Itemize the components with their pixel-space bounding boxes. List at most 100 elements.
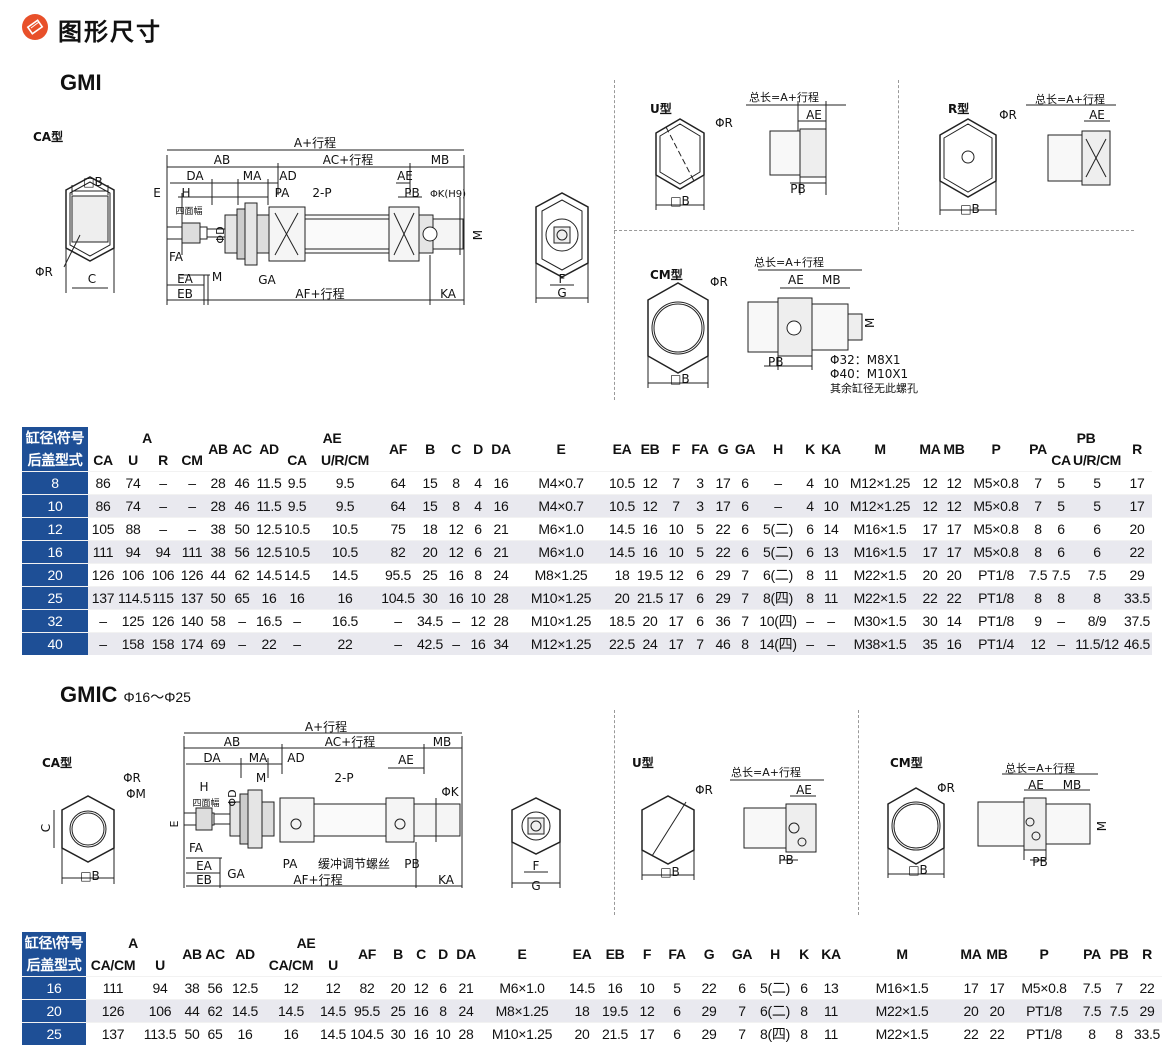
table-cell: 6 [734, 471, 757, 495]
gmic-cm-m: M [1095, 821, 1109, 831]
section-icon [22, 14, 48, 40]
table-cell: 8 [734, 632, 757, 655]
table-cell: 28 [206, 471, 230, 495]
table-cell: 69 [206, 632, 230, 655]
table-cell: 22 [918, 586, 943, 610]
table-cell: – [820, 609, 843, 633]
gmi-r-ae: AE [1089, 108, 1105, 122]
gmic-th-ga: GA [731, 946, 753, 962]
gmi-th-c: C [451, 441, 461, 457]
gmic-th-r: R [1142, 946, 1152, 962]
table-cell: 14.5 [608, 540, 637, 564]
table-cell: M4×0.7 [514, 494, 609, 518]
table-cell: 16 [636, 540, 665, 564]
gmic-spec-table: 缸径\符号 A AB AC AD AE AF B C D DA E EA EB … [22, 932, 1162, 1045]
table-cell: – [230, 632, 254, 655]
table-cell: M5×0.8 [966, 517, 1027, 541]
gmic-th-ea: EA [572, 946, 592, 962]
gmi-ca-drawing: A+行程 AB AC+行程 MB DA MA AD AE E H PA 2-P … [35, 135, 589, 305]
table-cell: 21.5 [598, 1022, 633, 1045]
table-cell: – [1050, 609, 1073, 633]
table-cell: 20 [958, 999, 985, 1023]
table-cell: 14.5 [318, 999, 349, 1023]
table-cell: 12.5 [254, 517, 284, 541]
table-cell: 20 [984, 999, 1011, 1023]
table-cell: 9.5 [284, 494, 310, 518]
gmi-u-b: □B [670, 194, 690, 208]
gmi-th-a-u: U [128, 452, 138, 468]
gmic-dim-g: G [531, 879, 540, 893]
table-cell: M10×1.25 [478, 1022, 567, 1045]
gmi-dim-ka: KA [440, 287, 457, 301]
gmic-u-ae: AE [796, 783, 812, 797]
table-cell: 17 [664, 586, 689, 610]
table-cell: 82 [348, 976, 387, 1000]
table-cell: 11 [820, 563, 843, 587]
table-cell: 8 [432, 999, 455, 1023]
table-cell: 15 [416, 471, 445, 495]
table-cell: 10 [820, 471, 843, 495]
table-cell: 10.5 [608, 494, 637, 518]
table-cell: PT1/4 [966, 632, 1027, 655]
gmic-title: GMIC [60, 682, 118, 707]
gmi-u-pb: PB [790, 182, 805, 196]
table-cell: 8 [1078, 1022, 1107, 1045]
gmi-th-a-cm: CM [181, 452, 203, 468]
gmic-u-total-len: 总长=A+行程 [731, 765, 801, 779]
table-cell: M12×1.25 [842, 494, 919, 518]
table-cell: 5 [1050, 471, 1073, 495]
table-cell: 6 [1050, 540, 1073, 564]
table-cell: 42.5 [416, 632, 445, 655]
gmi-cm-mb: MB [822, 273, 841, 287]
gmi-th-b: B [425, 441, 435, 457]
gmi-cm-pb: PB [768, 355, 783, 369]
gmi-th-da: DA [491, 441, 511, 457]
gmi-dim-ga: GA [258, 273, 276, 287]
table-cell: 12 [942, 494, 967, 518]
table-cell: 29 [692, 999, 727, 1023]
table-cell: 20 [416, 540, 445, 564]
table-cell: 56 [230, 540, 254, 564]
table-cell: 6 [688, 563, 713, 587]
table-cell: – [1050, 632, 1073, 655]
table-cell: 19.5 [598, 999, 633, 1023]
gmi-th-a: A [142, 430, 152, 446]
table-cell: 12 [410, 976, 433, 1000]
table-cell: 22 [942, 586, 967, 610]
table-cell: 140 [178, 609, 206, 633]
gmi-th-ae: AE [322, 430, 342, 446]
gmi-r-b: □B [960, 202, 980, 216]
table-cell: 8 [1026, 540, 1051, 564]
table-cell: 11 [820, 586, 843, 610]
table-cell: PT1/8 [966, 586, 1027, 610]
table-cell: 94 [140, 976, 180, 1000]
gmi-th-d: D [473, 441, 483, 457]
table-cell: 10 [664, 517, 689, 541]
gmi-dim-2p: 2-P [312, 186, 331, 200]
gmi-th-pb-urcm: U/R/CM [1073, 452, 1122, 468]
gmic-th-a: A [128, 935, 138, 951]
table-cell: 10 [820, 494, 843, 518]
table-cell: 16 [488, 471, 515, 495]
gmic-dim-pb: PB [404, 857, 419, 871]
bore-size-cell: 40 [22, 632, 88, 655]
table-cell: 20 [942, 563, 967, 587]
table-cell: 16 [284, 586, 310, 610]
gmic-th-af: AF [357, 946, 377, 962]
gmi-cm-m: M [863, 318, 877, 328]
table-cell: 14.5 [608, 517, 637, 541]
gmic-th-pa: PA [1083, 946, 1101, 962]
gmi-th-a-r: R [158, 452, 168, 468]
table-cell: M8×1.25 [514, 563, 609, 587]
table-cell: 30 [386, 1022, 411, 1045]
table-cell: 95.5 [380, 563, 417, 587]
table-cell: 8 [468, 563, 489, 587]
table-cell: 7 [726, 999, 759, 1023]
table-cell: 20 [386, 976, 411, 1000]
table-cell: 38 [180, 976, 204, 1000]
table-cell: 16 [488, 494, 515, 518]
gmic-th-eb: EB [605, 946, 625, 962]
gmic-th-mb: MB [986, 946, 1008, 962]
gmic-dim-b: □B [80, 869, 100, 883]
